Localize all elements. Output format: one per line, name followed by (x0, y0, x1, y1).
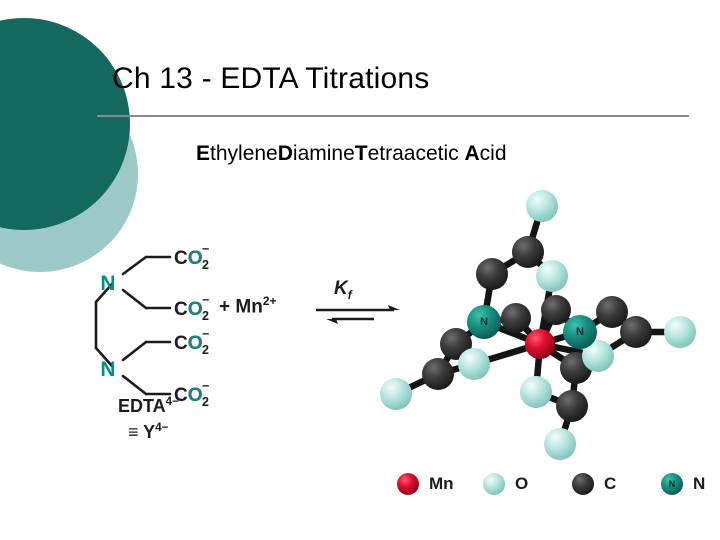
metal-reactant-text: + Mn (219, 296, 263, 318)
formula-nitrogen-upper: N (100, 272, 115, 295)
subtitle-letter-d: D (277, 142, 293, 165)
legend-item-o: O (482, 472, 528, 496)
carboxylate-sup-3: − (202, 327, 209, 341)
equilibrium-arrows-svg (316, 305, 400, 324)
oxygen-sphere-icon (483, 473, 505, 495)
edta-structure-svg: N N CO O 2 − CO O 2 − CO O 2 − (94, 242, 209, 409)
carbon-atom (620, 316, 652, 348)
metal-reactant-superscript: 2+ (262, 294, 277, 308)
carboxylate-c-1: CO (174, 248, 203, 269)
page-title: Ch 13 - EDTA Titrations (112, 62, 430, 95)
oxygen-atom (582, 340, 614, 372)
carbon-atom (422, 358, 454, 390)
carboxylate-o-1: O (188, 248, 203, 269)
subtitle-expansion: EthyleneDiamineTetraacetic Acid (196, 142, 507, 166)
model-atoms: N N (380, 190, 696, 460)
oxygen-atom (458, 348, 490, 380)
forward-arrow (316, 305, 400, 312)
edta-equivalence-text: ≡ Y (128, 422, 156, 442)
edta-equivalence-label: ≡ Y4− (128, 422, 168, 443)
nitrogen-atom-label: N (576, 326, 584, 338)
carboxylate-group-4: CO O 2 − (174, 379, 209, 409)
carboxylate-sub-4: 2 (202, 395, 209, 409)
equilibrium-arrow-block: Kf (312, 278, 404, 340)
carboxylate-group-3: CO O 2 − (174, 327, 209, 357)
edta-charge-superscript: 4− (165, 396, 179, 408)
formation-constant-symbol: K (334, 278, 348, 299)
oxygen-atom (380, 378, 412, 410)
subtitle-letter-a: A (464, 142, 480, 165)
carbon-atom (512, 236, 544, 268)
reverse-arrow (326, 317, 374, 324)
legend-item-mn: Mn (396, 472, 454, 496)
oxygen-atom (520, 376, 552, 408)
edta-bonds (94, 255, 172, 396)
carbon-atom (596, 296, 628, 328)
legend-label-o: O (515, 474, 529, 493)
title-divider (97, 115, 689, 117)
nitrogen-atom-label: N (480, 316, 488, 328)
legend-item-n: N N (660, 472, 705, 496)
oxygen-atom (526, 190, 558, 222)
oxygen-atom (664, 316, 696, 348)
mn-edta-complex-model: N N (380, 186, 700, 466)
oxygen-atom (544, 428, 576, 460)
carboxylate-group-2: CO O 2 − (174, 293, 209, 323)
carboxylate-o-3: O (188, 333, 203, 354)
model-legend: Mn O C (396, 472, 705, 506)
subtitle-text-cid: cid (479, 142, 507, 165)
edta-structural-formula: N N CO O 2 − CO O 2 − CO O 2 − (78, 222, 308, 452)
legend-label-n: N (693, 474, 706, 493)
subtitle-text-etraacetic: etraacetic (367, 142, 465, 165)
carbon-atom (541, 295, 571, 325)
subtitle-letter-t: T (354, 142, 368, 165)
carboxylate-o-4: O (188, 385, 203, 406)
carboxylate-o-2: O (188, 299, 203, 320)
carboxylate-sup-2: − (202, 293, 209, 307)
carboxylate-c-2: CO (174, 299, 203, 320)
legend-item-c: C (571, 472, 616, 496)
nitrogen-sphere-icon: N (661, 473, 683, 495)
carbon-atom (476, 258, 508, 290)
edta-equivalence-superscript: 4− (155, 422, 169, 434)
carboxylate-group-1: CO O 2 − (174, 242, 209, 272)
carboxylate-c-4: CO (174, 385, 203, 406)
subtitle-letter-e: E (196, 142, 211, 165)
carboxylate-sup-1: − (202, 242, 209, 256)
nitrogen-atom (467, 305, 501, 339)
nitrogen-atom (563, 315, 597, 349)
edta-charge-label: EDTA4− (118, 396, 179, 417)
carbon-sphere-icon (572, 473, 594, 495)
metal-reactant-label: + Mn2+ (219, 294, 277, 318)
subtitle-text-thylene: thylene (210, 142, 278, 165)
carboxylate-sub-1: 2 (202, 258, 209, 272)
mn-edta-model-svg: N N (380, 190, 696, 460)
edta-charge-text: EDTA (118, 396, 166, 416)
carboxylate-sup-4: − (202, 379, 209, 393)
manganese-center-atom (525, 329, 555, 359)
carboxylate-c-3: CO (174, 333, 203, 354)
carbon-atom (556, 390, 588, 422)
subtitle-text-iamine: iamine (292, 142, 355, 165)
legend-sphere-inner-label-n: N (669, 479, 676, 489)
legend-label-c: C (604, 474, 617, 493)
legend-label-mn: Mn (429, 474, 454, 493)
oxygen-atom (536, 260, 568, 292)
formation-constant-label: Kf (334, 278, 352, 302)
carboxylate-sub-3: 2 (202, 343, 209, 357)
mn-sphere-icon (397, 473, 419, 495)
formation-constant-subscript: f (347, 287, 352, 302)
carboxylate-sub-2: 2 (202, 309, 209, 323)
carbon-atom (501, 303, 531, 333)
formula-nitrogen-lower: N (100, 358, 115, 381)
